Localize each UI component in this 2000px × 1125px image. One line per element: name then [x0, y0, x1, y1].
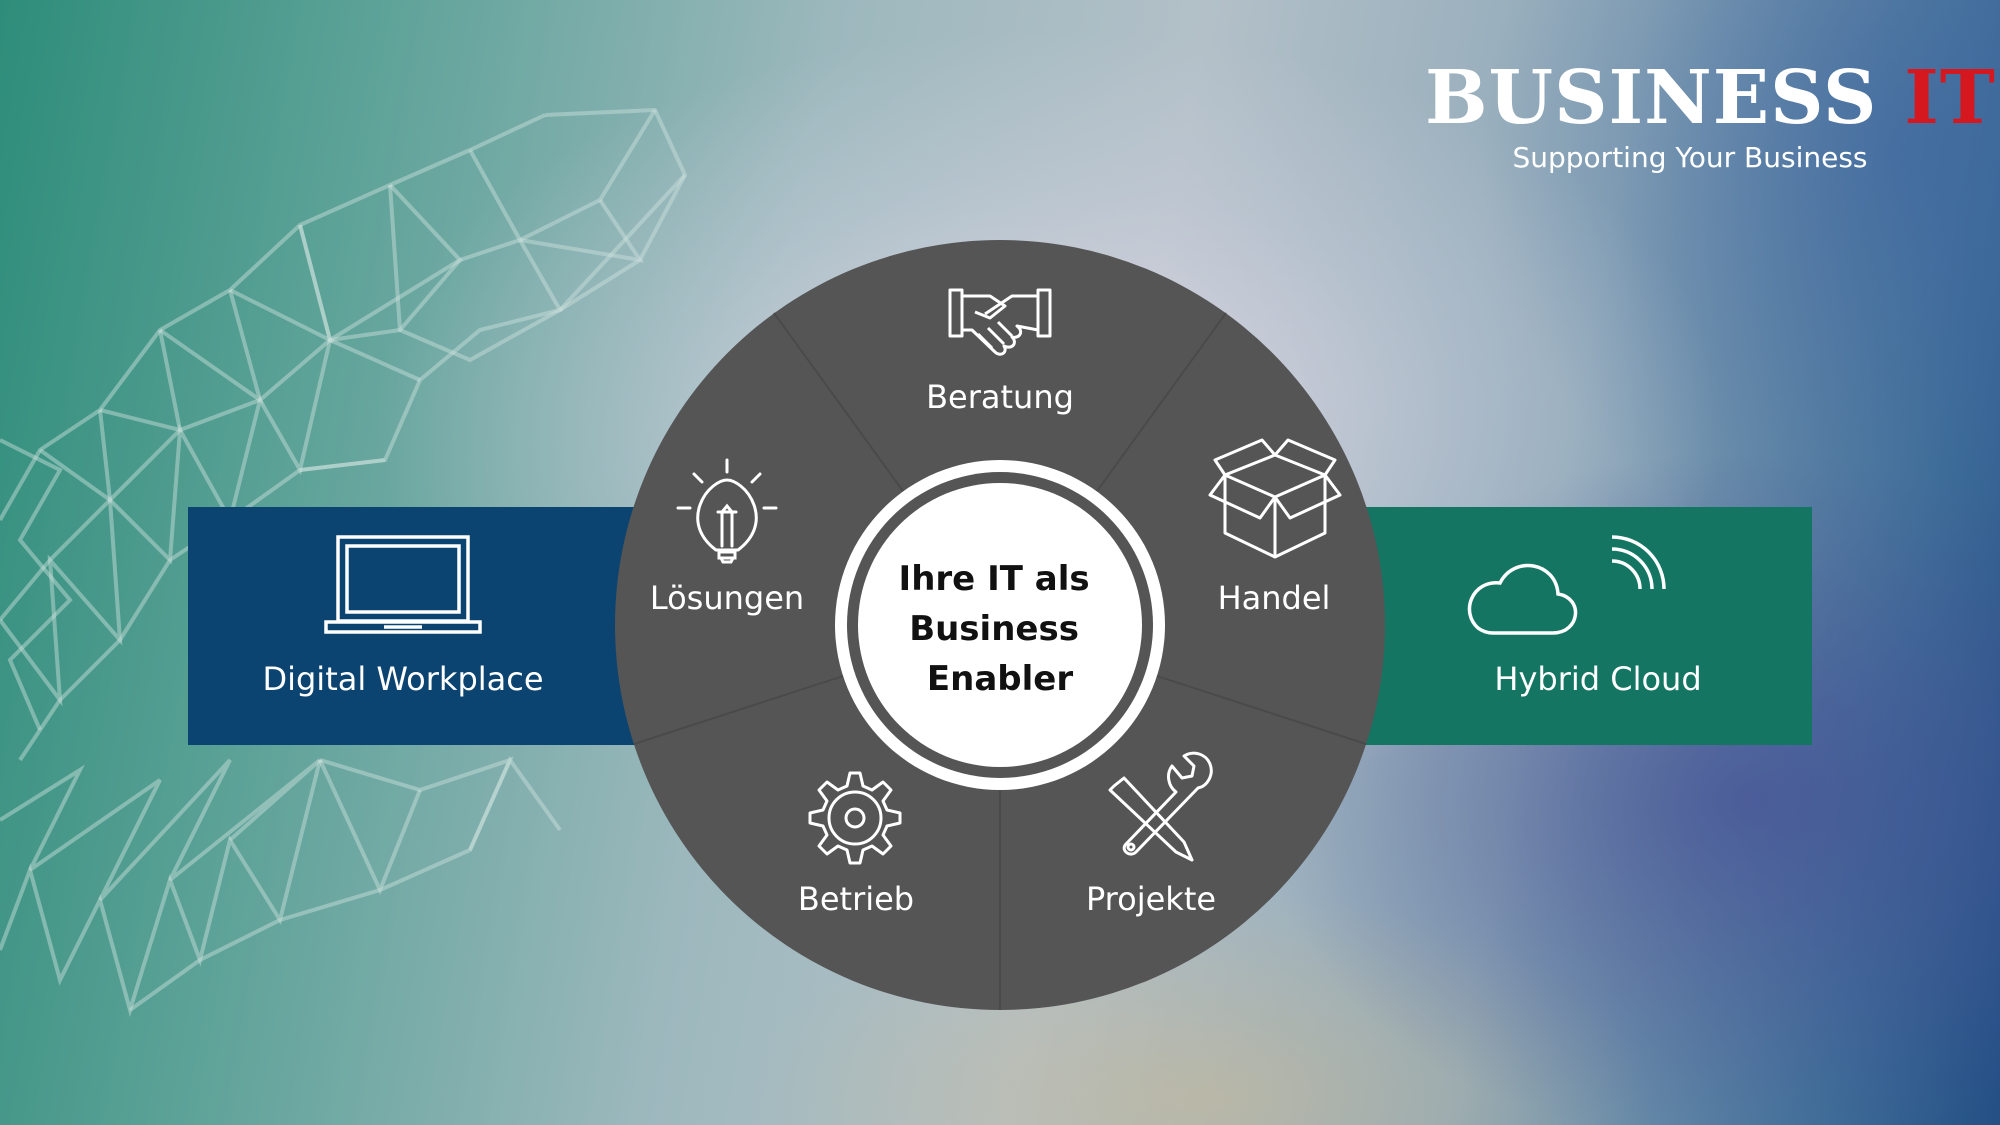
hybrid-cloud-panel: Hybrid Cloud [1320, 507, 1812, 745]
cloud-icon [1467, 535, 1666, 635]
betrieb-label: Betrieb [798, 880, 914, 918]
projekte-label: Projekte [1086, 880, 1216, 918]
lightbulb-icon [676, 458, 778, 564]
handshake-icon [948, 288, 1052, 356]
gear-icon [808, 771, 902, 865]
center-line-3: Enabler [927, 659, 1073, 699]
segment-handel: Handel [1208, 438, 1342, 617]
segment-projekte: Projekte [1086, 751, 1216, 918]
loesungen-label: Lösungen [650, 579, 804, 617]
center-line-1: Ihre IT als [899, 559, 1090, 599]
digital-workplace-label: Digital Workplace [262, 660, 543, 698]
logo-tagline: Supporting Your Business [1512, 141, 1868, 174]
segment-beratung: Beratung [926, 288, 1074, 416]
service-wheel: Ihre IT als Business Enabler [615, 240, 1385, 1010]
logo-brand-word: BUSINESS [1425, 55, 1878, 141]
tools-icon [1108, 751, 1213, 862]
box-icon [1208, 438, 1342, 559]
logo-title: BUSINESS IT [1425, 55, 1995, 141]
laptop-icon [324, 535, 482, 634]
segment-loesungen: Lösungen [650, 458, 804, 617]
handel-label: Handel [1218, 579, 1331, 617]
business-it-logo: BUSINESS IT Supporting Your Business [1425, 55, 1995, 176]
polygon-network-decoration [0, 107, 688, 1018]
center-circle [858, 483, 1142, 767]
hybrid-cloud-label: Hybrid Cloud [1494, 660, 1701, 698]
logo-brand-accent: IT [1904, 55, 1996, 141]
center-line-2: Business [909, 609, 1079, 649]
hybrid-cloud-panel-bg [1320, 507, 1812, 745]
digital-workplace-panel-bg [188, 507, 688, 745]
center-text: Ihre IT als Business Enabler [899, 559, 1102, 699]
segment-betrieb: Betrieb [798, 771, 914, 918]
beratung-label: Beratung [926, 378, 1074, 416]
digital-workplace-panel: Digital Workplace [188, 507, 688, 745]
